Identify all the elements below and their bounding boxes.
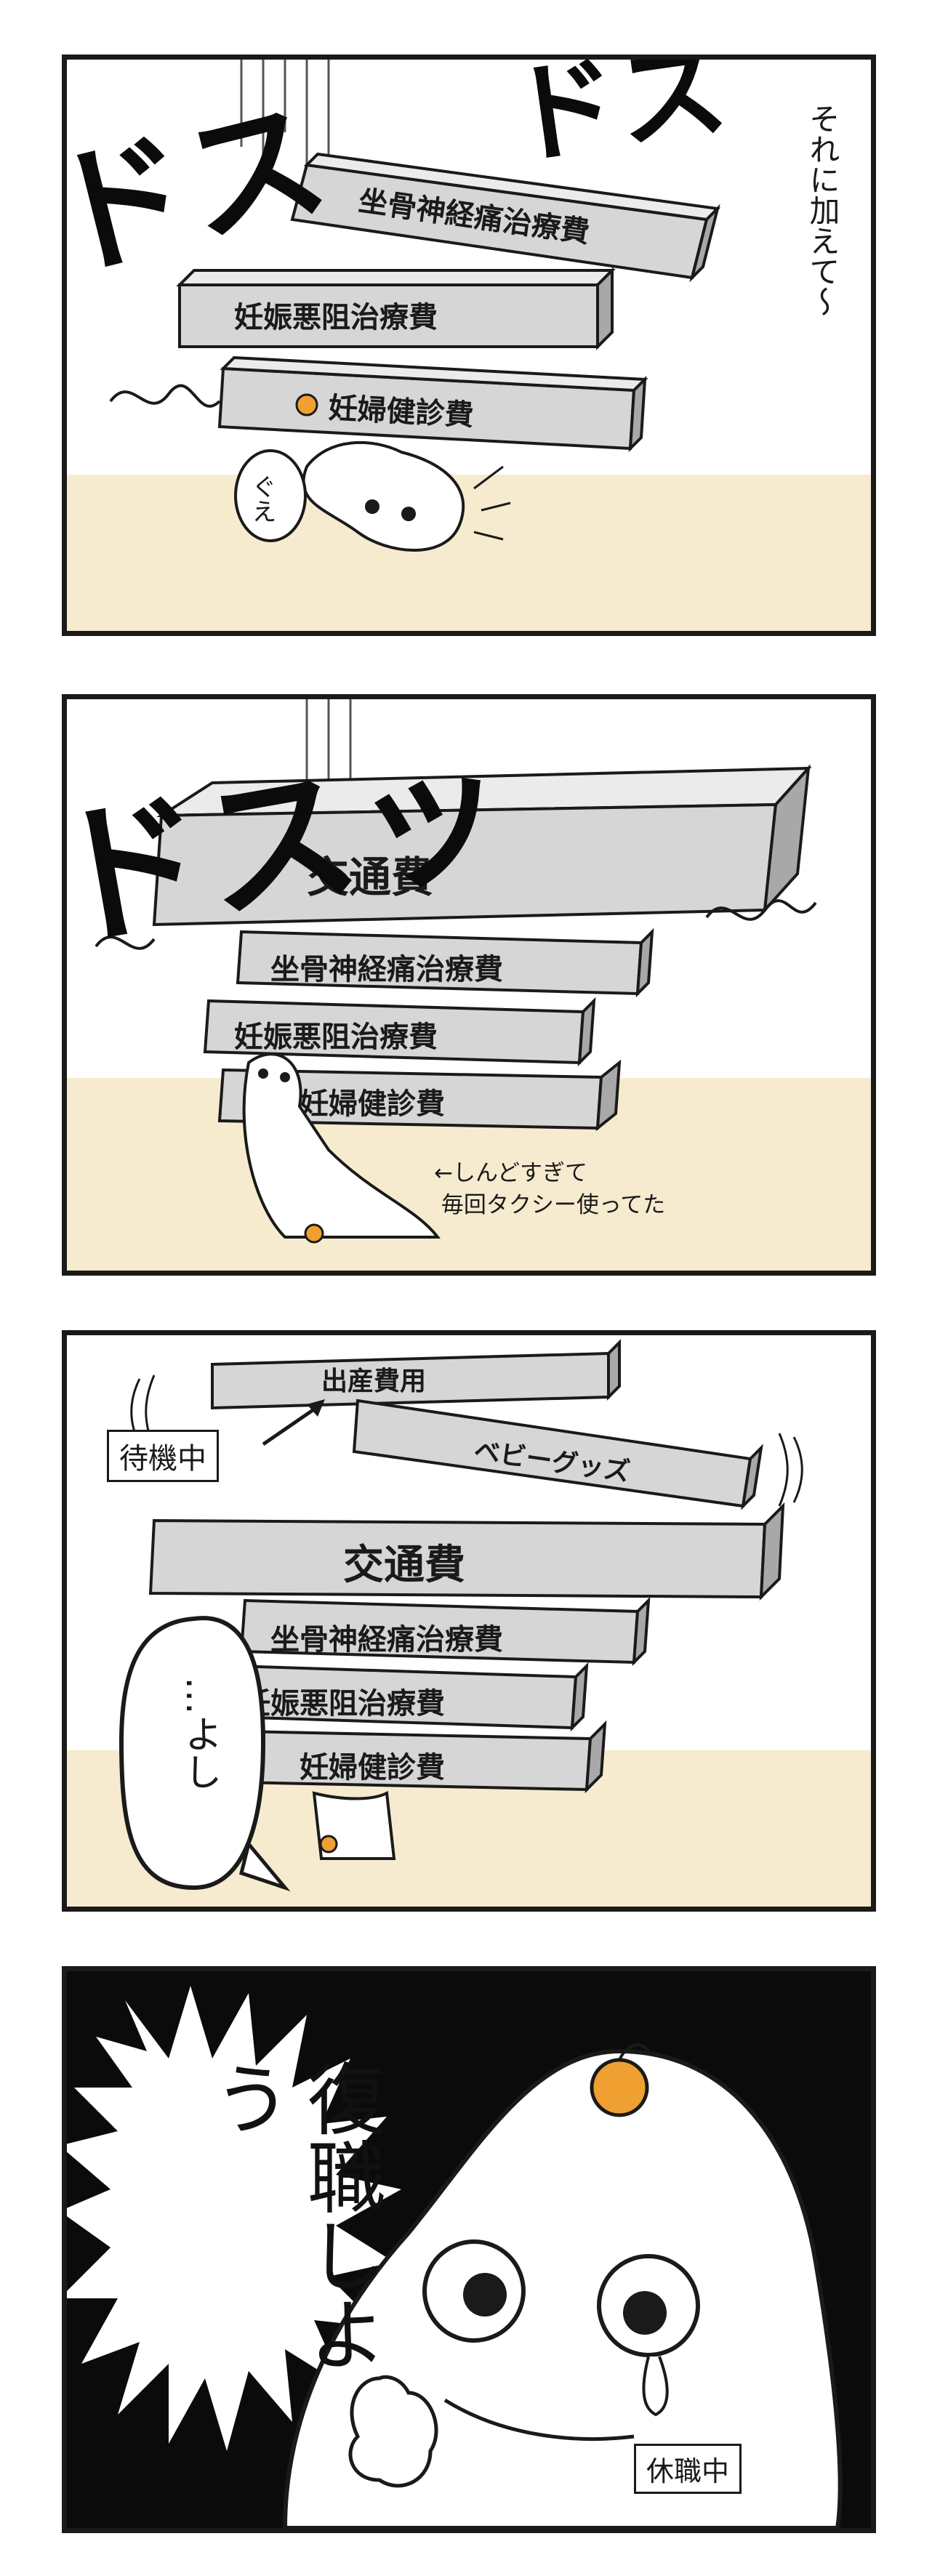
ghost-character	[312, 1790, 396, 1860]
speech-bubble	[118, 1616, 291, 1892]
slab-transport: 交通費	[148, 1502, 785, 1601]
ghost-character	[302, 440, 511, 552]
comic-panel-3: 出産費用 ベビーグッズ 交通費 坐骨神経痛治療費 妊娠悪阻治療費 妊婦健診費	[62, 1330, 876, 1912]
orange-icon	[295, 393, 318, 416]
orange-icon	[319, 1835, 338, 1853]
bubble-text: ぐえ	[247, 474, 276, 523]
arrow-head-icon	[307, 1399, 325, 1417]
comic-panel-1: 坐骨神経痛治療費 妊娠悪阻治療費 妊婦健診費 ぐえ	[62, 55, 876, 636]
ghost-character	[282, 2043, 843, 2528]
hand	[348, 2375, 438, 2488]
narration-text: それに加えて〜	[805, 103, 840, 317]
slab-sciatica: 坐骨神経痛治療費	[239, 1596, 651, 1667]
slab-morning-sickness: 妊娠悪阻治療費	[228, 1662, 589, 1732]
ghost-character	[242, 1052, 441, 1244]
panel-2-artwork: 交通費 坐骨神経痛治療費 妊娠悪阻治療費 妊婦健診費 ドスッ	[67, 699, 817, 1244]
shout-text: 復職しよう	[200, 2058, 385, 2372]
slab-label: 坐骨神経痛治療費	[270, 953, 503, 986]
slab-label: 妊娠悪阻治療費	[234, 301, 438, 334]
orange-icon	[590, 2058, 649, 2117]
slab-label: 坐骨神経痛治療費	[270, 1623, 503, 1657]
arrow-line	[262, 1402, 323, 1446]
slab-label: 出産費用	[321, 1367, 426, 1396]
comic-panel-2: 交通費 坐骨神経痛治療費 妊娠悪阻治療費 妊婦健診費 ドスッ ←しんどすぎて 毎…	[62, 694, 876, 1276]
squiggle-line	[705, 899, 817, 921]
burst-shape	[67, 1986, 401, 2451]
panel-1-artwork: 坐骨神経痛治療費 妊娠悪阻治療費 妊婦健診費 ぐえ	[67, 60, 735, 552]
shake-lines	[778, 1433, 803, 1507]
leave-label: 休職中	[634, 2444, 742, 2494]
slab-checkup: 妊婦健診費	[217, 1059, 622, 1132]
squiggle-line	[109, 384, 221, 408]
slab-label: 妊婦健診費	[328, 392, 475, 432]
speech-bubble: ぐえ	[234, 449, 307, 542]
slab-label: 交通費	[307, 853, 433, 902]
squiggle-line	[95, 935, 156, 950]
slab-label: 妊婦健診費	[300, 1751, 445, 1784]
bubble-text: …よし	[177, 1677, 221, 1790]
slab-checkup: 妊婦健診費	[236, 1720, 607, 1794]
sfx-dosu-right: ドス	[501, 60, 734, 182]
slab-label: 妊娠悪阻治療費	[241, 1687, 445, 1720]
comic-panel-4: 復職しよう 休職中	[62, 1966, 876, 2533]
side-note: ←しんどすぎて 毎回タクシー使ってた	[434, 1160, 666, 1218]
slab-label: 妊婦健診費	[300, 1087, 445, 1121]
slab-baby-goods: ベビーグッズ	[352, 1398, 763, 1510]
slab-sciatica: 坐骨神経痛治療費	[290, 152, 721, 283]
slab-label: 交通費	[343, 1542, 465, 1589]
sfx-dosu-left: ドス	[67, 78, 342, 300]
slab-morning-sickness: 妊娠悪阻治療費	[176, 267, 616, 350]
slab-transport: 交通費	[152, 764, 812, 927]
slab-checkup: 妊婦健診費	[217, 355, 648, 453]
orange-icon	[304, 1223, 324, 1244]
speed-lines	[240, 60, 330, 183]
panel-3-artwork: 出産費用 ベビーグッズ 交通費 坐骨神経痛治療費 妊娠悪阻治療費 妊婦健診費	[118, 1339, 803, 1892]
slab-birth-costs: 出産費用	[211, 1339, 621, 1410]
slab-sciatica: 坐骨神経痛治療費	[236, 927, 654, 998]
slab-label: 妊娠悪阻治療費	[234, 1021, 438, 1054]
slab-morning-sickness: 妊娠悪阻治療費	[203, 997, 596, 1067]
floor	[67, 475, 871, 631]
panel-4-artwork	[67, 1986, 843, 2528]
waiting-label: 待機中	[107, 1430, 219, 1482]
